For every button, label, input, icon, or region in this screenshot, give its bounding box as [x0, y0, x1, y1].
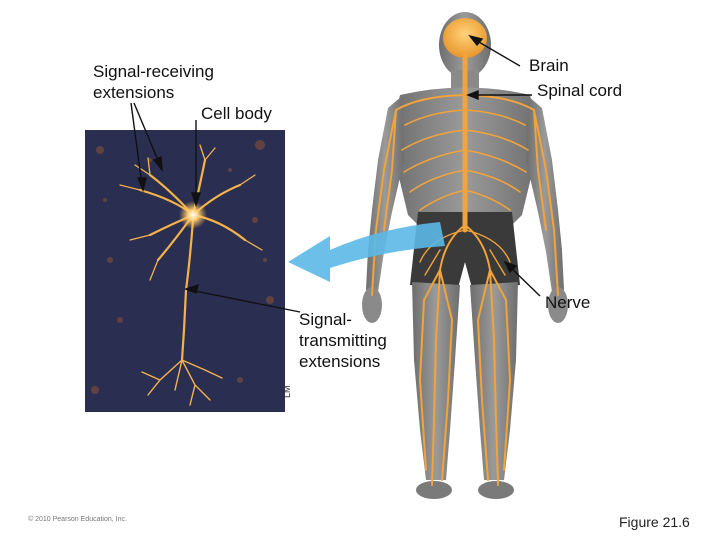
rib-nerves [401, 109, 529, 211]
neuron-dendrites [119, 144, 263, 281]
left-foot [416, 481, 452, 499]
brain [443, 18, 487, 58]
neuron-axon [180, 219, 195, 361]
label-signal-transmitting: Signal- transmitting extensions [299, 310, 387, 371]
right-hand [548, 287, 568, 323]
label-nerve: Nerve [545, 293, 591, 312]
micrograph-tag: LM [282, 385, 292, 398]
label-signal-receiving: Signal-receiving extensions [93, 62, 214, 102]
left-hand [362, 287, 382, 323]
label-brain: Brain [529, 56, 569, 75]
label-spinal-cord: Spinal cord [537, 81, 623, 100]
axon-terminals [141, 359, 223, 406]
left-arm [366, 96, 404, 292]
figure-number: Figure 21.6 [619, 514, 690, 530]
leg-nerves [418, 224, 512, 486]
neuron-cell-body [179, 201, 207, 229]
pointer-lines [130, 34, 541, 313]
right-arm [526, 96, 564, 292]
copyright-notice: © 2010 Pearson Education, Inc. [28, 516, 127, 523]
arm-nerves [371, 94, 559, 296]
neuron-micrograph [85, 130, 285, 412]
right-foot [478, 481, 514, 499]
nerve-network [371, 18, 559, 486]
micrograph-speckles [91, 140, 274, 394]
zoom-arrow [288, 222, 445, 282]
label-cell-body: Cell body [201, 104, 272, 123]
